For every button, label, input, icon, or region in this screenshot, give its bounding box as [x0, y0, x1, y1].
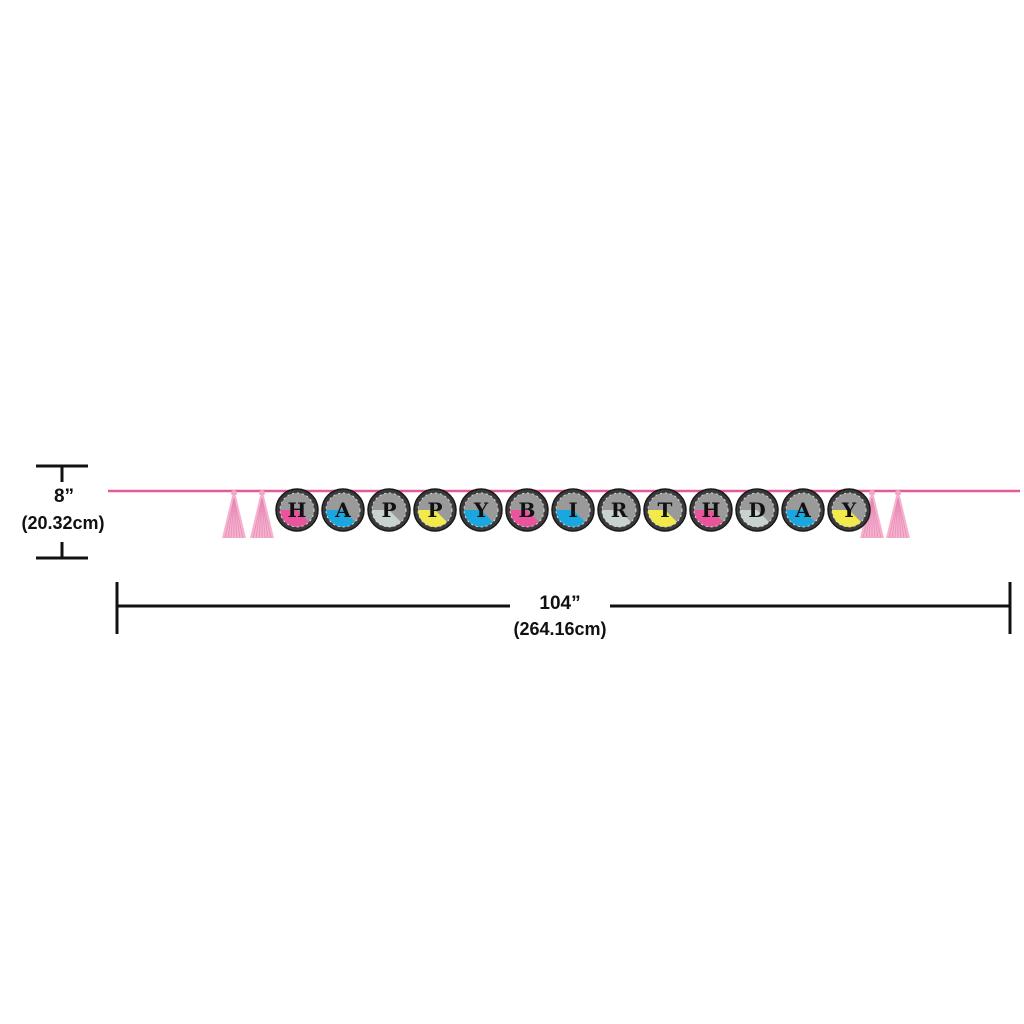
- medallion-letter: R: [611, 498, 628, 522]
- letter-medallion: T: [643, 488, 687, 532]
- medallion-letter: A: [794, 498, 811, 522]
- letter-medallion: D: [735, 488, 779, 532]
- tassel: [886, 490, 910, 539]
- medallion-letter: I: [568, 498, 577, 522]
- tassel: [250, 490, 274, 539]
- medallion-letter: B: [519, 498, 536, 522]
- height-value-label: 8”: [53, 486, 75, 507]
- medallion-letter: Y: [841, 498, 857, 522]
- medallion-letter: Y: [473, 498, 489, 522]
- letter-medallion: P: [367, 488, 411, 532]
- medallion-letter: P: [427, 498, 442, 522]
- letter-medallion: R: [597, 488, 641, 532]
- medallion-letter: P: [381, 498, 396, 522]
- width-metric-label: (264.16cm): [513, 619, 607, 639]
- tassel: [222, 490, 246, 539]
- letter-medallion: H: [689, 488, 733, 532]
- medallion-letter: H: [702, 498, 721, 522]
- letter-medallion: A: [781, 488, 825, 532]
- letter-medallion: H: [275, 488, 319, 532]
- letter-medallion: P: [413, 488, 457, 532]
- height-dimension-marker: [36, 464, 88, 560]
- medallion-letter: T: [658, 498, 673, 522]
- height-metric-label: (20.32cm): [21, 513, 105, 533]
- width-value-label: 104”: [512, 593, 608, 615]
- medallion-letter: H: [288, 498, 307, 522]
- letter-medallion: I: [551, 488, 595, 532]
- letter-medallion: B: [505, 488, 549, 532]
- letter-medallion: Y: [827, 488, 871, 532]
- width-dimension-marker: [115, 582, 1012, 634]
- medallion-letter: D: [748, 498, 765, 522]
- letter-medallion: Y: [459, 488, 503, 532]
- tassel-group: [222, 490, 910, 539]
- medallion-letter: A: [334, 498, 351, 522]
- letter-medallion: A: [321, 488, 365, 532]
